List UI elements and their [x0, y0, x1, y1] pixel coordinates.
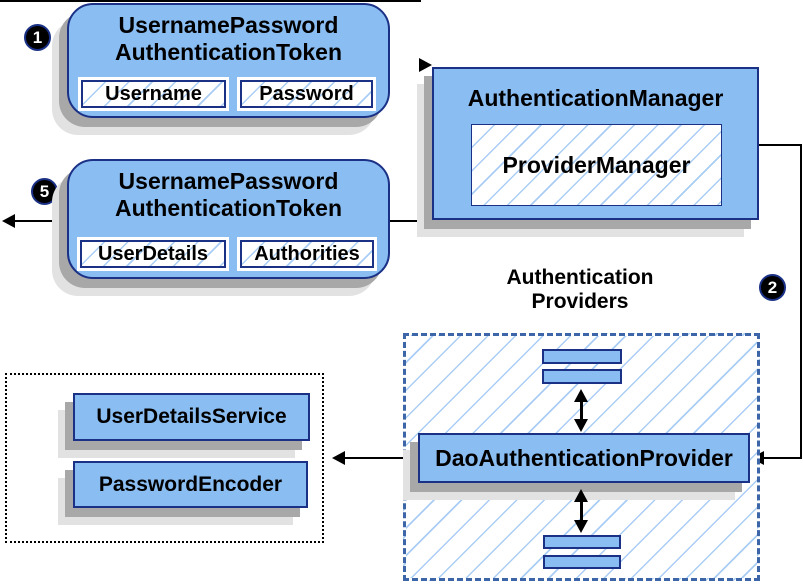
provider-manager-label: ProviderManager	[502, 151, 691, 178]
arrowhead-into-authentication-manager	[419, 58, 432, 72]
password-encoder-label: PasswordEncoder	[98, 472, 283, 496]
flow-line-step2-bottom	[763, 457, 802, 459]
request-token-title-line1: UsernamePassword	[118, 12, 339, 38]
step-5-number: 5	[39, 182, 50, 201]
arrowhead-into-services-group	[332, 451, 345, 465]
user-details-service-box: UserDetailsService	[73, 393, 310, 441]
provider-manager-box: ProviderManager	[471, 124, 722, 206]
arrowhead-step5-left	[2, 214, 15, 228]
flow-line-step2-top	[758, 144, 802, 146]
request-token-title-line2: AuthenticationToken	[114, 39, 342, 65]
result-token-title-line2: AuthenticationToken	[114, 195, 342, 221]
username-field-box: Username	[81, 80, 226, 108]
step-2-badge: 2	[759, 274, 786, 301]
request-token-title: UsernamePassword AuthenticationToken	[115, 12, 342, 66]
double-arrow-bottom	[573, 489, 589, 533]
step-5-badge: 5	[31, 178, 58, 205]
step-2-number: 2	[767, 278, 778, 297]
password-field-label: Password	[259, 82, 354, 105]
result-token-title: UsernamePassword AuthenticationToken	[115, 168, 342, 222]
provider-stub-bar-bottom-1	[543, 535, 621, 549]
step-1-number: 1	[32, 28, 43, 47]
userdetails-field-box: UserDetails	[80, 240, 226, 268]
authorities-field-label: Authorities	[254, 242, 360, 265]
dao-authentication-provider-box: DaoAuthenticationProvider	[418, 433, 750, 483]
userdetails-field-label: UserDetails	[97, 242, 209, 265]
flow-line-dao-to-services	[344, 457, 420, 459]
provider-stub-bar-top-1	[542, 349, 622, 364]
user-details-service-label: UserDetailsService	[96, 405, 287, 428]
flow-line-step1	[0, 0, 421, 2]
authorities-field-box: Authorities	[240, 240, 374, 268]
dao-authentication-provider-label: DaoAuthenticationProvider	[435, 444, 733, 471]
result-token-title-line1: UsernamePassword	[118, 168, 339, 194]
provider-stub-bar-bottom-2	[543, 555, 621, 569]
providers-group-label: Authentication Providers	[430, 266, 730, 314]
step-1-badge: 1	[24, 24, 51, 51]
password-encoder-box: PasswordEncoder	[73, 461, 308, 508]
flow-line-step2-vertical	[800, 144, 802, 458]
providers-group-label-line2: Providers	[531, 290, 629, 313]
double-arrow-top	[573, 389, 589, 432]
authentication-manager-title: AuthenticationManager	[467, 85, 724, 111]
username-field-label: Username	[105, 82, 202, 105]
provider-stub-bar-top-2	[542, 369, 622, 384]
providers-group-label-line1: Authentication	[506, 266, 654, 289]
password-field-box: Password	[240, 80, 373, 108]
